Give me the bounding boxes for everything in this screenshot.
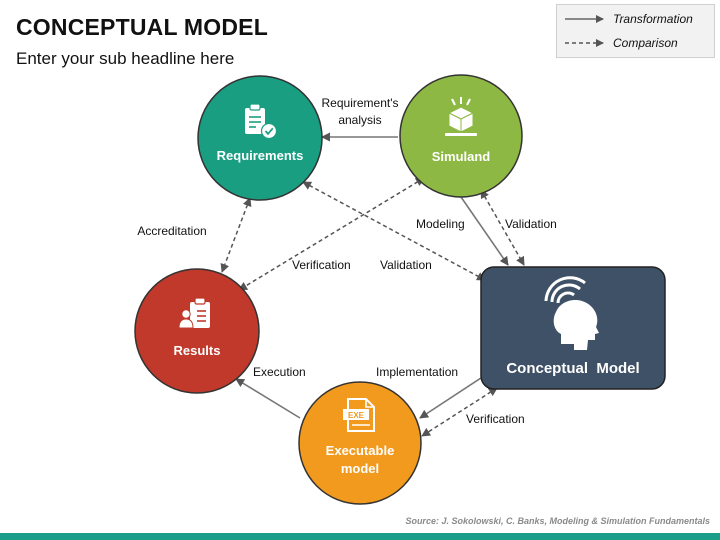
node-conceptual-model: Conceptual Model xyxy=(480,266,666,390)
edge-label-execution: Execution xyxy=(253,365,306,379)
head-brain-icon xyxy=(544,276,599,350)
edge-label-accreditation: Accreditation xyxy=(137,224,206,238)
legend-lines xyxy=(565,15,604,47)
node-simuland-label: Simuland xyxy=(432,149,491,164)
node-executable-label-line2: model xyxy=(341,461,379,476)
bottom-accent-bar xyxy=(0,533,720,540)
edge-label-validation-mid: Validation xyxy=(380,258,432,272)
clipboard-check-icon xyxy=(245,103,278,140)
legend: Transformation Comparison xyxy=(556,4,715,58)
node-requirements-label: Requirements xyxy=(217,148,304,163)
edge-accreditation xyxy=(220,197,252,273)
node-executable: EXE Executable model xyxy=(298,381,422,505)
edge-label-modeling: Modeling xyxy=(416,217,465,231)
edge-label-verification-top: Verification xyxy=(292,258,351,272)
edge-verification-conceptual-executable xyxy=(421,387,498,437)
node-requirements-circle xyxy=(197,75,323,201)
edge-label-requirements-analysis-1: Requirement's xyxy=(322,96,399,110)
node-conceptual-label: Conceptual Model xyxy=(506,360,639,377)
node-results-circle xyxy=(134,268,260,394)
node-simuland: Simuland xyxy=(399,74,523,198)
cube-icon xyxy=(445,97,477,136)
edge-validation-simuland-conceptual xyxy=(480,189,525,266)
edge-label-verification-bottom: Verification xyxy=(466,412,525,426)
edge-label-requirements-analysis-2: analysis xyxy=(338,113,381,127)
source-citation: Source: J. Sokolowski, C. Banks, Modelin… xyxy=(405,516,710,526)
node-results-label: Results xyxy=(174,343,221,358)
node-executable-label-line1: Executable xyxy=(326,443,395,458)
edge-modeling xyxy=(460,196,509,266)
legend-comparison-label: Comparison xyxy=(613,36,678,50)
page-subtitle: Enter your sub headline here xyxy=(16,49,235,68)
page-title: CONCEPTUAL MODEL xyxy=(16,14,268,40)
edge-execution xyxy=(235,378,301,419)
svg-text:EXE: EXE xyxy=(348,411,365,420)
legend-transformation-label: Transformation xyxy=(613,12,693,26)
exe-file-icon: EXE xyxy=(343,398,375,432)
edge-label-implementation: Implementation xyxy=(376,365,458,379)
report-user-icon xyxy=(178,297,210,329)
node-results: Results xyxy=(134,268,260,394)
edge-label-validation-right: Validation xyxy=(505,217,557,231)
node-executable-circle xyxy=(298,381,422,505)
node-requirements: Requirements xyxy=(197,75,323,201)
